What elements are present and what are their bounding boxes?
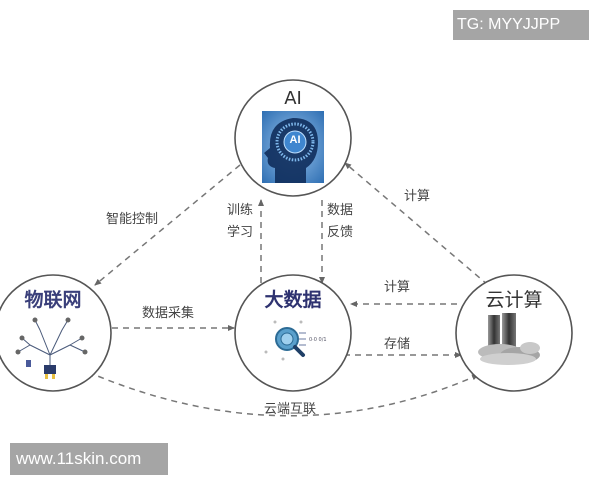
server-cloud-icon	[478, 313, 540, 365]
edge-iot-cloud	[87, 371, 479, 417]
edge-label-feedback: 数据 反馈	[327, 200, 353, 244]
edge-label-cloud-interconnect: 云端互联	[264, 402, 317, 417]
edge-label-training-line2: 学习	[227, 225, 254, 240]
iot-network-icon	[15, 317, 88, 379]
ai-icon-text: AI	[289, 134, 301, 146]
edge-label-feedback-line1: 数据	[327, 203, 354, 218]
edge-label-cloud-compute-ai: 计算	[404, 189, 431, 204]
magnifier-data-icon: 0·0 0/1	[264, 320, 327, 361]
svg-text:0·0 0/1: 0·0 0/1	[309, 337, 327, 343]
edge-ai-to-iot	[94, 164, 241, 286]
edge-label-smart-control: 智能控制	[106, 212, 159, 227]
watermark-top-right: TG: MYYJJPP	[453, 10, 589, 40]
node-bigdata-label: 大数据	[264, 289, 322, 311]
edge-label-data-collection: 数据采集	[142, 306, 195, 321]
ai-head-icon	[262, 111, 324, 183]
node-iot-label: 物联网	[24, 289, 82, 311]
edge-label-storage: 存储	[384, 337, 411, 352]
edge-cloud-to-ai	[344, 162, 489, 286]
edge-label-cloud-compute-bigdata: 计算	[384, 280, 411, 295]
edge-label-training-line1: 训练	[227, 203, 254, 218]
watermark-bottom-left: www.11skin.com	[10, 443, 168, 475]
node-cloud-label: 云计算	[485, 289, 543, 311]
edge-label-feedback-line2: 反馈	[327, 225, 354, 240]
edge-label-training: 训练 学习	[227, 200, 253, 244]
edges	[87, 162, 489, 417]
node-ai-label: AI	[284, 88, 302, 109]
